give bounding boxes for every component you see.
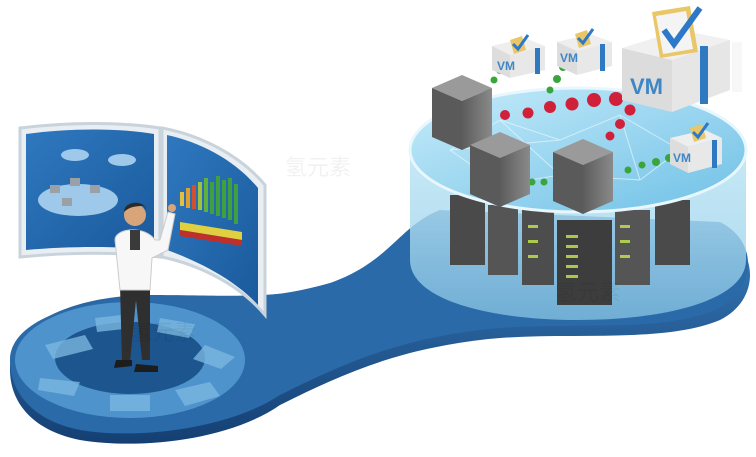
tie <box>130 230 140 250</box>
chart-screen <box>167 135 258 305</box>
vm-label: VM <box>560 51 578 65</box>
server-stack <box>553 139 613 214</box>
svg-text:氢元素: 氢元素 <box>130 321 196 346</box>
svg-text:氢元素: 氢元素 <box>285 156 351 181</box>
checkmark-icon <box>661 6 703 50</box>
gauge-bar <box>180 222 242 240</box>
vm-box: VM <box>557 28 612 75</box>
datacenter-server-racks <box>450 195 690 305</box>
dashboard-screens <box>18 122 267 320</box>
vm-label: VM <box>497 59 515 73</box>
server-stack <box>432 75 492 150</box>
vm-label: VM <box>673 151 691 165</box>
server-stacks <box>432 75 613 214</box>
vm-box-large: VM <box>622 6 742 112</box>
server-stack <box>470 132 530 207</box>
vm-box: VM <box>492 34 545 78</box>
businessman-figure <box>114 202 176 372</box>
vm-box: VM <box>670 122 722 173</box>
bar-graph <box>180 176 238 224</box>
svg-text:氢元素: 氢元素 <box>555 281 621 306</box>
vm-label: VM <box>630 74 663 99</box>
watermark: 氢元素 氢元素 氢元素 <box>130 156 621 346</box>
